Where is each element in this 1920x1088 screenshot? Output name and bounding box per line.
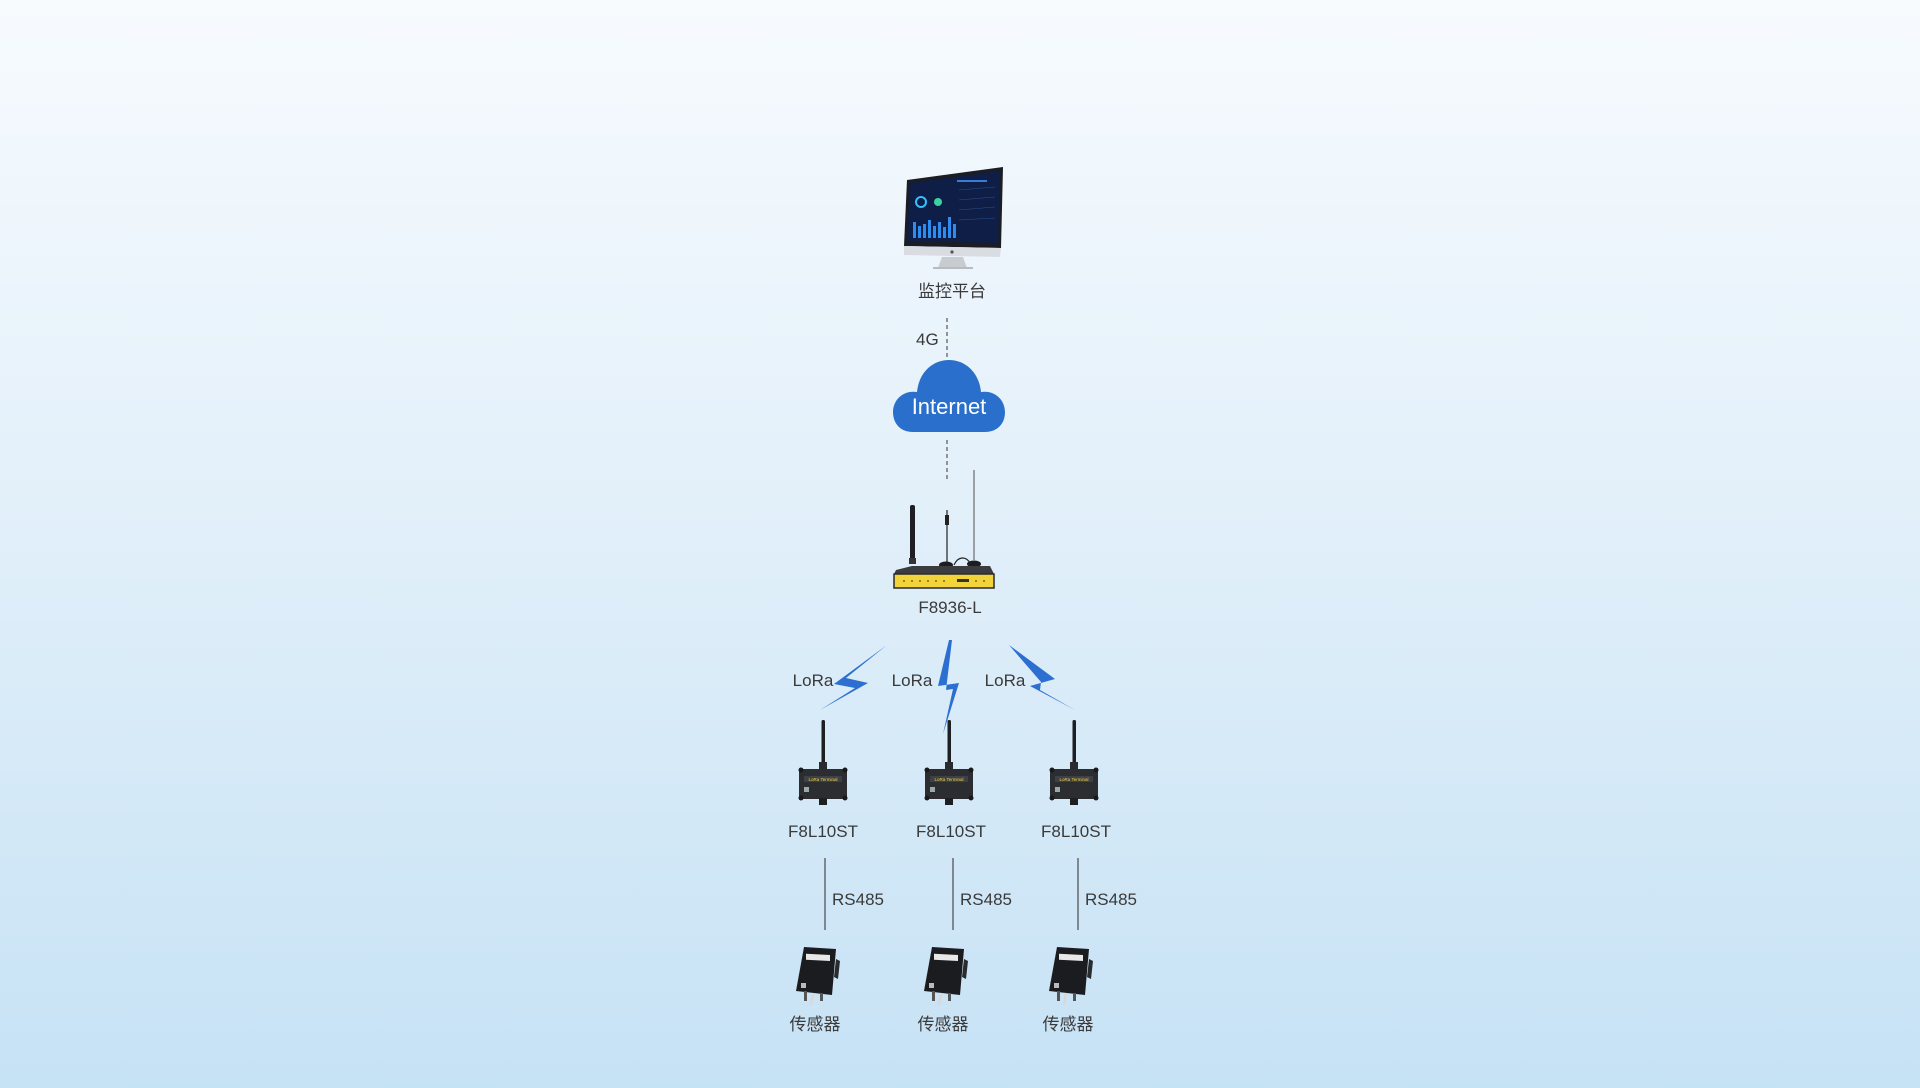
lora-label-1: LoRa: [792, 671, 834, 690]
cloud-icon: [893, 360, 1005, 432]
svg-text:LoRa Terminal: LoRa Terminal: [809, 777, 838, 782]
gateway-label: F8936-L: [918, 598, 982, 617]
sensor-label-3: 传感器: [1042, 1015, 1094, 1034]
sensor-icon-1: [796, 947, 840, 1006]
uplink-label: 4G: [916, 330, 939, 349]
terminal-device-3: LoRa Terminal: [1047, 720, 1103, 815]
terminal-device-1: LoRa Terminal: [796, 720, 852, 815]
sensor-icon-3: [1049, 947, 1093, 1006]
lora-terminal-icon: LoRa Terminal: [798, 720, 848, 805]
svg-text:LoRa Terminal: LoRa Terminal: [935, 777, 964, 782]
serial-label-3: RS485: [1085, 890, 1137, 909]
sensor-icon-2: [924, 947, 968, 1006]
terminal-label-2: F8L10ST: [916, 822, 986, 841]
lora-terminal-icon: LoRa Terminal: [924, 720, 974, 805]
terminal-label-1: F8L10ST: [788, 822, 858, 841]
terminal-label-3: F8L10ST: [1041, 822, 1111, 841]
platform-label: 监控平台: [918, 282, 986, 301]
lora-bolt-icon-3: [1009, 645, 1075, 710]
internet-cloud: Internet: [893, 358, 1005, 434]
sensor-label-1: 传感器: [789, 1015, 841, 1034]
serial-label-2: RS485: [960, 890, 1012, 909]
cloud-label: Internet: [911, 394, 987, 419]
sensor-label-2: 传感器: [917, 1015, 969, 1034]
lora-bolt-icon-2: [938, 640, 959, 734]
router-icon: [893, 470, 995, 589]
monitor-icon: [904, 167, 1003, 269]
lora-label-3: LoRa: [984, 671, 1026, 690]
lora-label-2: LoRa: [891, 671, 933, 690]
svg-text:LoRa Terminal: LoRa Terminal: [1060, 777, 1089, 782]
terminal-device-2: LoRa Terminal: [922, 720, 978, 815]
serial-label-1: RS485: [832, 890, 884, 909]
lora-terminal-icon: LoRa Terminal: [1049, 720, 1099, 805]
